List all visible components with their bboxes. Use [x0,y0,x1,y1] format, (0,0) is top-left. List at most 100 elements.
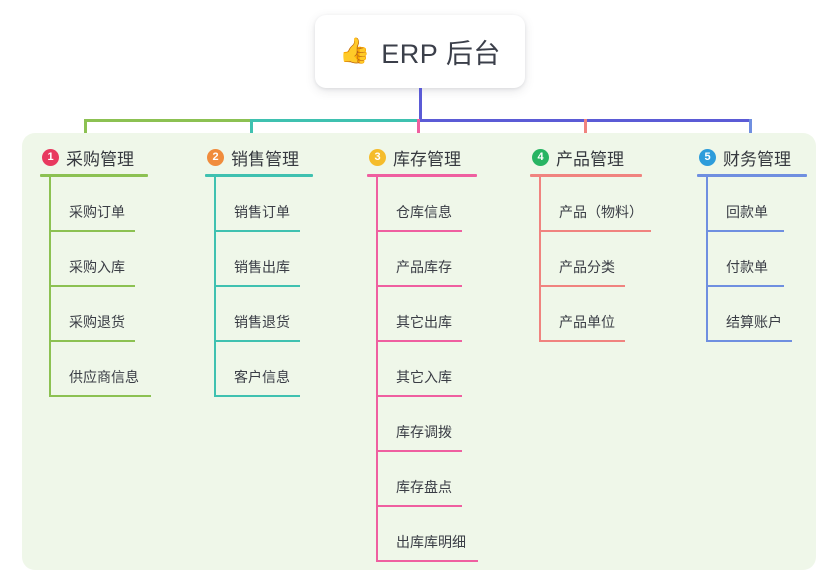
branch-item[interactable]: 客户信息 [214,342,313,397]
branch-column-4: 4 产品管理产品（物料） 产品分类产品单位 [530,145,651,342]
branch-column-3: 3 库存管理仓库信息产品库存其它出库其它入库库存调拨库存盘点出库库明细 [367,145,478,562]
branch-item-rule [539,230,651,232]
branch-header-1[interactable]: 1 采购管理 [40,145,148,169]
branch-item-rule [49,340,135,342]
branch-item-label: 销售退货 [234,314,290,330]
branch-item[interactable]: 仓库信息 [376,177,477,232]
branch-item-rule [376,395,462,397]
branch-items-1: 采购订单采购入库采购退货供应商信息 [49,177,151,397]
branch-item-rule [214,395,300,397]
branch-badge-4: 4 [532,148,549,166]
root-node-title: ERP 后台 [381,39,501,69]
branch-column-1: 1 采购管理采购订单采购入库采购退货供应商信息 [40,145,151,397]
branch-item[interactable]: 销售订单 [214,177,313,232]
branch-item[interactable]: 产品单位 [539,287,642,342]
branch-item[interactable]: 供应商信息 [49,342,151,397]
branch-item-label: 仓库信息 [396,204,452,220]
branch-header-rule-1 [40,174,148,177]
branch-item-rule [376,285,462,287]
branch-header-3[interactable]: 3 库存管理 [367,145,477,169]
branch-item[interactable]: 产品（物料） [539,177,651,232]
branch-item-label: 库存调拨 [396,424,452,440]
branch-item-label: 结算账户 [726,314,782,330]
branches-panel [22,133,816,570]
branch-header-2[interactable]: 2 销售管理 [205,145,313,169]
branch-item-label: 采购订单 [69,204,125,220]
root-stem [419,88,422,120]
branch-spine-5 [706,177,708,342]
branch-title-2: 销售管理 [231,149,299,169]
branch-item-rule [49,285,135,287]
branch-item[interactable]: 采购入库 [49,232,148,287]
branch-item-rule [214,285,300,287]
branch-title-3: 库存管理 [393,149,461,169]
branch-item-rule [539,285,625,287]
branch-badge-5: 5 [699,148,716,166]
branch-item-rule [214,230,300,232]
branch-item-rule [49,395,151,397]
branch-item[interactable]: 其它出库 [376,287,477,342]
branch-item[interactable]: 产品分类 [539,232,642,287]
branch-spine-3 [376,177,378,562]
branch-item[interactable]: 库存盘点 [376,452,477,507]
branch-item[interactable]: 采购退货 [49,287,148,342]
branch-item-rule [376,230,462,232]
branch-item[interactable]: 结算账户 [706,287,807,342]
branch-items-4: 产品（物料） 产品分类产品单位 [539,177,651,342]
branch-item-label: 其它出库 [396,314,452,330]
branch-item-rule [539,340,625,342]
branch-item-rule [214,340,300,342]
branch-drop-3 [417,119,420,145]
branch-title-4: 产品管理 [556,149,624,169]
branch-item[interactable]: 销售出库 [214,232,313,287]
branch-badge-1: 1 [42,148,59,166]
branch-header-rule-5 [697,174,807,177]
branch-item[interactable]: 产品库存 [376,232,477,287]
branch-drop-5 [749,119,752,145]
branch-drop-1 [84,119,87,145]
branch-title-1: 采购管理 [66,149,134,169]
branch-item[interactable]: 出库库明细 [376,507,478,562]
branch-items-3: 仓库信息产品库存其它出库其它入库库存调拨库存盘点出库库明细 [376,177,478,562]
branch-item-label: 付款单 [726,259,768,275]
branch-item-rule [376,450,462,452]
branch-item-label: 产品（物料） [559,204,643,220]
branch-item[interactable]: 采购订单 [49,177,148,232]
branch-item[interactable]: 付款单 [706,232,807,287]
thumbs-up-icon: 👍 [339,37,371,65]
branch-item-label: 采购入库 [69,259,125,275]
root-node[interactable]: 👍 ERP 后台 [315,15,525,88]
branch-items-5: 回款单付款单结算账户 [706,177,807,342]
branch-badge-3: 3 [369,148,386,166]
branch-badge-2: 2 [207,148,224,166]
branch-item-label: 采购退货 [69,314,125,330]
branch-item-label: 产品库存 [396,259,452,275]
branch-item-label: 销售订单 [234,204,290,220]
branch-header-rule-3 [367,174,477,177]
bus-segment-2 [250,119,417,122]
branch-item-label: 产品分类 [559,259,615,275]
branch-item-rule [706,340,792,342]
branch-drop-4 [584,119,587,145]
branch-item-label: 客户信息 [234,369,290,385]
branch-item[interactable]: 回款单 [706,177,807,232]
branch-item-rule [376,505,462,507]
branch-item-rule [49,230,135,232]
branch-header-rule-4 [530,174,642,177]
branch-item[interactable]: 其它入库 [376,342,477,397]
branch-item-rule [706,285,784,287]
branch-header-rule-2 [205,174,313,177]
branch-item[interactable]: 库存调拨 [376,397,477,452]
branch-item-label: 销售出库 [234,259,290,275]
branch-item-label: 其它入库 [396,369,452,385]
branch-item[interactable]: 销售退货 [214,287,313,342]
branch-column-2: 2 销售管理销售订单销售出库销售退货客户信息 [205,145,313,397]
branch-drop-2 [250,119,253,145]
bus-segment-1 [84,119,250,122]
branch-item-label: 出库库明细 [396,534,466,550]
branch-item-label: 库存盘点 [396,479,452,495]
branch-header-4[interactable]: 4 产品管理 [530,145,642,169]
